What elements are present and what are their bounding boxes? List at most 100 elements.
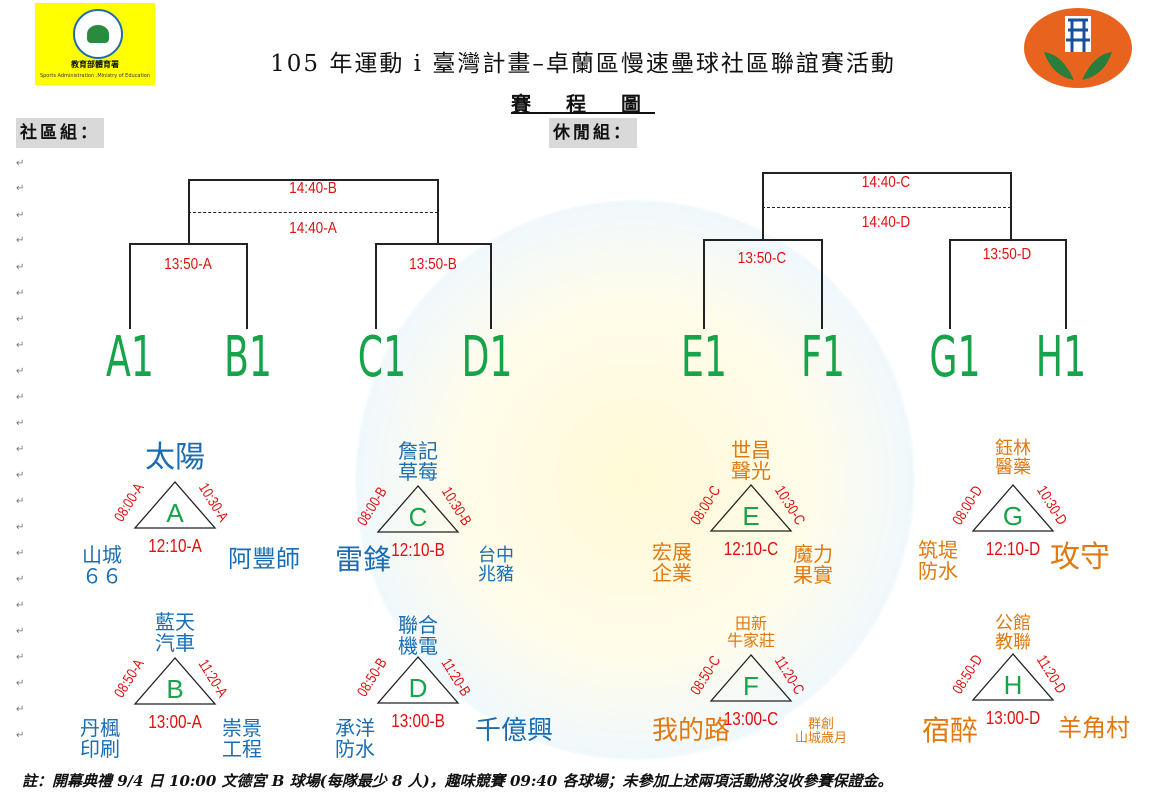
slot-f1: F1: [801, 325, 845, 390]
ministry-emblem-icon: [73, 9, 123, 59]
pool-f-top-team: 田新牛家莊: [726, 614, 775, 650]
pool-b-letter: B: [166, 674, 184, 704]
pool-e-bottom-right-team: 魔力果實: [793, 542, 833, 587]
paragraph-mark: ↵: [16, 652, 25, 663]
pool-h-bottom-right-team: 羊角村: [1058, 714, 1130, 742]
semi-d-time: 13:50-D: [982, 246, 1032, 263]
pool-c-bottom-right-team: 台中兆豬: [478, 545, 514, 585]
semi-c-left-line: [703, 239, 705, 329]
pool-d-bottom-time: 13:00-B: [391, 711, 445, 731]
pool-c-bottom-time: 12:10-B: [391, 540, 445, 560]
paragraph-mark: ↵: [16, 288, 25, 299]
paragraph-mark: ↵: [16, 183, 25, 194]
paragraph-mark: ↵: [16, 340, 25, 351]
group-label-leisure: 休閒組：: [549, 118, 637, 148]
pool-h-triangle: [971, 653, 1055, 701]
logo-subtext: Sports Administration ,Ministry of Educa…: [39, 73, 151, 79]
page-title: 105 年運動 i 臺灣計畫–卓蘭區慢速壘球社區聯誼賽活動: [270, 51, 896, 77]
pool-g-triangle: [971, 484, 1055, 532]
education-ministry-logo: 教育部體育署 Sports Administration ,Ministry o…: [35, 3, 155, 85]
pool-a-triangle: [133, 481, 217, 529]
pool-h-bottom-time: 13:00-D: [985, 708, 1041, 728]
pool-c-top-team: 詹記草莓: [398, 439, 438, 484]
semi-a-time: 13:50-A: [164, 256, 212, 273]
paragraph-mark: ↵: [16, 626, 25, 637]
pool-e-top-team: 世昌聲光: [731, 438, 771, 483]
final-right-right-line: [1010, 172, 1012, 240]
final-left-top-time: 14:40-B: [289, 180, 337, 197]
pool-f-bottom-time: 13:00-C: [723, 709, 779, 729]
final-left-bottom-time: 14:40-A: [289, 220, 337, 237]
final-right-dashed-line: [762, 207, 1011, 208]
pool-d-bottom-right-team: 千億興: [475, 716, 554, 746]
pool-d-top-team: 聯合機電: [398, 613, 438, 658]
paragraph-mark: ↵: [16, 444, 25, 455]
pool-b-bottom-left-team: 丹楓印刷: [80, 716, 120, 761]
pool-h-letter: H: [1003, 670, 1023, 700]
pool-g-bottom-left-team: 筑堤防水: [918, 538, 958, 583]
pool-e-triangle: [709, 484, 793, 532]
pool-f-triangle: [709, 654, 793, 702]
paragraph-mark: ↵: [16, 730, 25, 741]
final-right-bottom-time: 14:40-D: [861, 214, 911, 231]
final-left-right-line: [437, 179, 439, 244]
semi-a-left-line: [129, 243, 131, 329]
paragraph-mark: ↵: [16, 522, 25, 533]
pool-b-triangle: [133, 657, 217, 705]
paragraph-mark: ↵: [16, 235, 25, 246]
paragraph-mark: ↵: [16, 704, 25, 715]
semi-a-top-line: [129, 243, 247, 245]
semi-b-top-line: [375, 243, 491, 245]
pool-c-triangle: [376, 485, 460, 533]
semi-c-top-line: [703, 239, 822, 241]
paragraph-mark: ↵: [16, 470, 25, 481]
pool-d-bottom-left-team: 承洋防水: [335, 716, 375, 761]
final-left-left-line: [188, 179, 190, 244]
semi-d-top-line: [949, 239, 1066, 241]
slot-g1: G1: [929, 325, 981, 390]
semi-b-time: 13:50-B: [409, 256, 457, 273]
final-right-left-line: [762, 172, 764, 240]
final-left-top-line: [188, 179, 438, 181]
pool-a-letter: A: [166, 498, 184, 528]
final-left-dashed-line: [188, 212, 438, 213]
slot-b1: B1: [224, 325, 272, 390]
pool-d-letter: D: [408, 673, 428, 703]
slot-a1: A1: [106, 325, 154, 390]
paragraph-mark: ↵: [16, 210, 25, 221]
pool-a-top-team: 太陽: [145, 440, 205, 475]
pool-g-bottom-time: 12:10-D: [985, 539, 1041, 559]
semi-a-right-line: [246, 243, 248, 329]
pool-e-bottom-time: 12:10-C: [723, 539, 779, 559]
semi-b-right-line: [490, 243, 492, 329]
township-logo-icon: [1024, 8, 1132, 88]
paragraph-mark: ↵: [16, 496, 25, 507]
pool-g-letter: G: [1002, 501, 1024, 531]
paragraph-mark: ↵: [16, 678, 25, 689]
paragraph-mark: ↵: [16, 262, 25, 273]
pool-g-bottom-right-team: 攻守: [1050, 540, 1110, 575]
pool-d-triangle: [376, 656, 460, 704]
semi-b-left-line: [375, 243, 377, 329]
slot-e1: E1: [681, 325, 727, 390]
page-subtitle: 賽 程 圖: [511, 92, 655, 116]
pool-g-top-team: 鈺林醫藥: [995, 438, 1031, 478]
paragraph-mark: ↵: [16, 366, 25, 377]
slot-d1: D1: [461, 325, 513, 390]
final-right-top-time: 14:40-C: [861, 174, 911, 191]
paragraph-mark: ↵: [16, 418, 25, 429]
paragraph-mark: ↵: [16, 600, 25, 611]
pool-e-letter: E: [742, 501, 760, 531]
pool-b-bottom-right-team: 崇景工程: [222, 716, 262, 761]
footer-note: 註：開幕典禮 9/4 日 10:00 文德宮 B 球場(每隊最少 8 人)，趣味…: [22, 772, 893, 790]
logo-text: 教育部體育署: [71, 60, 119, 69]
pool-e-bottom-left-team: 宏展企業: [652, 540, 692, 585]
pool-h-top-team: 公館教聯: [995, 613, 1031, 653]
semi-c-right-line: [821, 239, 823, 329]
pool-b-bottom-time: 13:00-A: [148, 712, 202, 732]
pool-b-top-team: 藍天汽車: [155, 610, 195, 655]
pool-f-bottom-right-team: 群創山城歲月: [795, 717, 848, 746]
semi-c-time: 13:50-C: [737, 250, 787, 267]
paragraph-mark: ↵: [16, 158, 25, 169]
